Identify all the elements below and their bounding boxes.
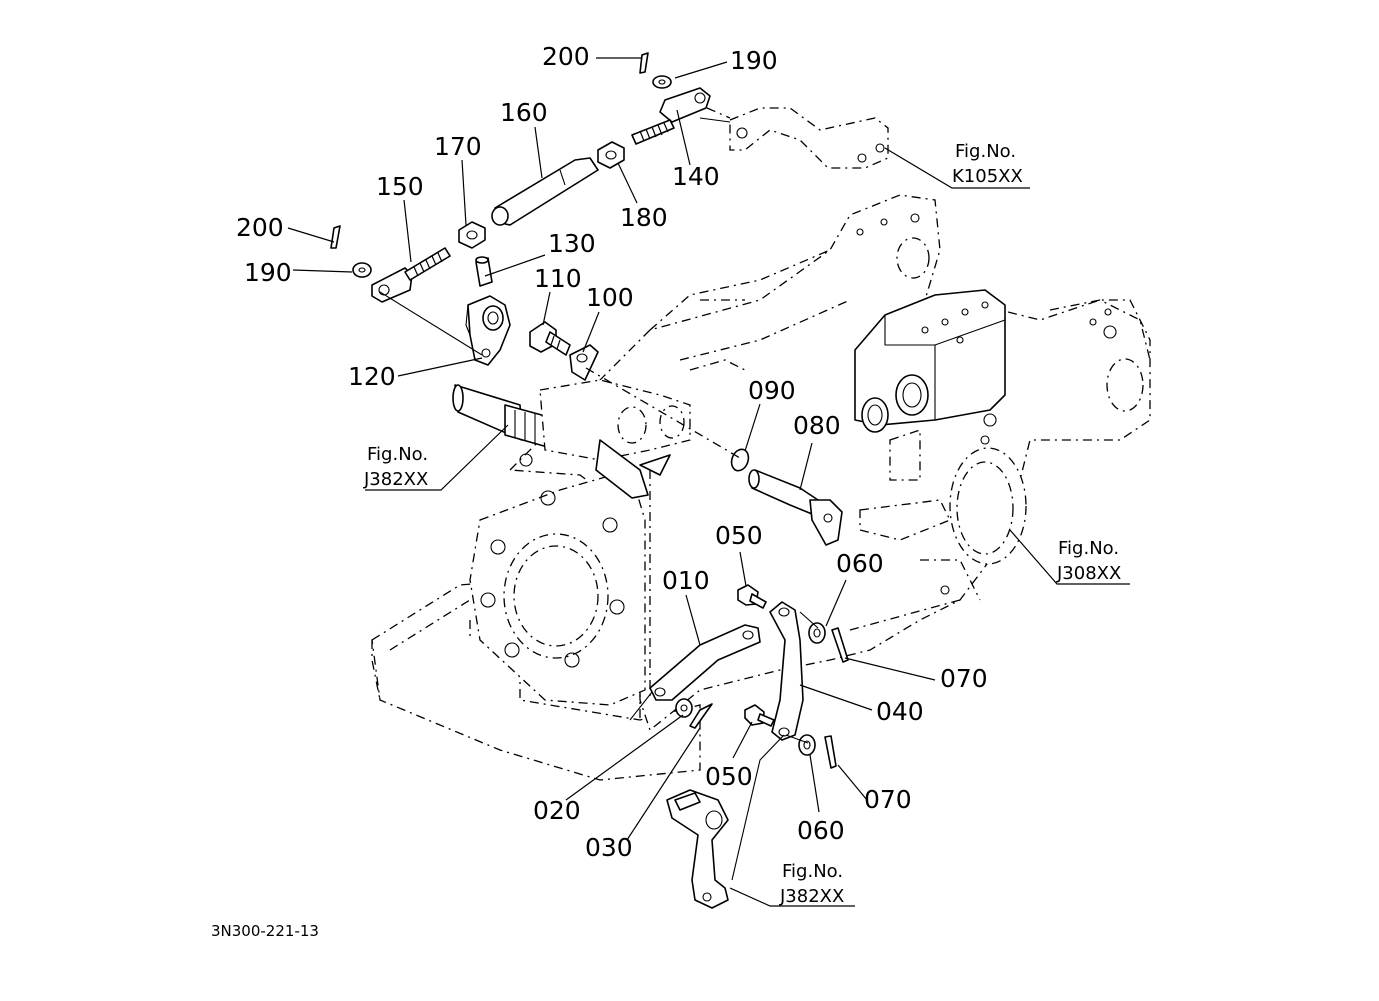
label-140: 140 bbox=[672, 162, 720, 191]
part-190-washer-lower bbox=[352, 262, 372, 278]
label-030: 030 bbox=[585, 833, 633, 862]
label-100: 100 bbox=[586, 283, 634, 312]
figure-references: Fig.No. K105XX Fig.No. J382XX Fig.No. J3… bbox=[363, 141, 1121, 907]
label-170: 170 bbox=[434, 132, 482, 161]
ref-k105-line2: K105XX bbox=[952, 166, 1023, 187]
label-050-upper: 050 bbox=[715, 521, 763, 550]
label-200-upper: 200 bbox=[542, 42, 590, 71]
part-050-bolt-lower bbox=[744, 704, 775, 727]
part-100-plate bbox=[569, 344, 599, 381]
label-060-upper: 060 bbox=[836, 549, 884, 578]
part-090-o-ring bbox=[730, 448, 750, 472]
part-070-pin-lower bbox=[824, 735, 837, 769]
label-130: 130 bbox=[548, 229, 596, 258]
part-200-pin-lower bbox=[330, 225, 341, 249]
part-030-pin bbox=[689, 703, 713, 729]
label-040: 040 bbox=[876, 697, 924, 726]
part-110-bolt bbox=[529, 321, 571, 356]
ref-j382-lower-line2: J382XX bbox=[779, 886, 844, 907]
part-200-pin-upper bbox=[639, 52, 649, 74]
ref-j382-upper-line1: Fig.No. bbox=[367, 444, 428, 465]
label-190-lower: 190 bbox=[244, 258, 292, 287]
part-180-nut bbox=[597, 141, 625, 169]
label-020: 020 bbox=[533, 796, 581, 825]
part-160-turnbuckle bbox=[491, 157, 599, 226]
ref-j382-lower-line1: Fig.No. bbox=[782, 861, 843, 882]
label-060-lower: 060 bbox=[797, 816, 845, 845]
part-020-washer bbox=[675, 698, 693, 718]
part-number-labels: 200 190 160 170 150 140 180 200 190 130 … bbox=[236, 42, 988, 862]
part-190-washer-upper bbox=[652, 75, 672, 89]
part-060-washer-upper bbox=[808, 622, 826, 644]
part-050-bolt-upper bbox=[737, 584, 767, 609]
part-170-nut bbox=[458, 221, 486, 249]
part-140-rod-end bbox=[631, 87, 711, 145]
label-090: 090 bbox=[748, 376, 796, 405]
label-180: 180 bbox=[620, 203, 668, 232]
label-120: 120 bbox=[348, 362, 396, 391]
part-040-lever bbox=[769, 601, 804, 741]
label-110: 110 bbox=[534, 264, 582, 293]
ref-j308-line1: Fig.No. bbox=[1058, 538, 1119, 559]
part-130-pin bbox=[475, 256, 493, 287]
label-160: 160 bbox=[500, 98, 548, 127]
valve-block bbox=[854, 289, 1006, 433]
part-010-link bbox=[649, 624, 761, 701]
ref-j382-upper-line2: J382XX bbox=[363, 469, 428, 490]
part-070-pin-upper bbox=[831, 627, 849, 663]
label-190-upper: 190 bbox=[730, 46, 778, 75]
label-070-lower: 070 bbox=[864, 785, 912, 814]
assembly-lines bbox=[287, 57, 1130, 907]
ref-j308-line2: J308XX bbox=[1056, 563, 1121, 584]
label-010: 010 bbox=[662, 566, 710, 595]
label-150: 150 bbox=[376, 172, 424, 201]
lever-shaft bbox=[452, 379, 691, 499]
label-050-lower: 050 bbox=[705, 762, 753, 791]
document-code: 3N300-221-13 bbox=[211, 922, 319, 940]
arm-k105 bbox=[699, 107, 889, 169]
label-200-lower: 200 bbox=[236, 213, 284, 242]
label-070-upper: 070 bbox=[940, 664, 988, 693]
part-120-lever bbox=[465, 295, 511, 366]
ref-k105-line1: Fig.No. bbox=[955, 141, 1016, 162]
arm-j382-lower bbox=[666, 789, 729, 909]
front-flange bbox=[469, 453, 646, 706]
part-060-washer-lower bbox=[798, 734, 816, 756]
label-080: 080 bbox=[793, 411, 841, 440]
